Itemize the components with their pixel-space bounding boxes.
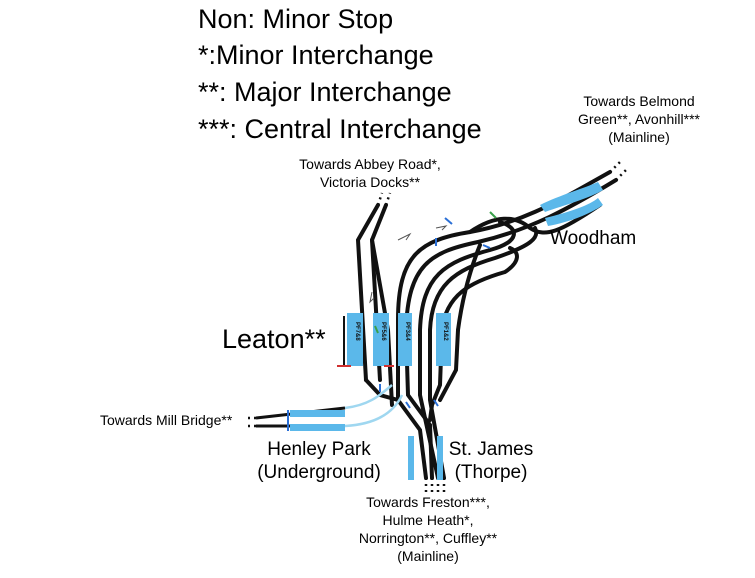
- arrow-3: [369, 291, 375, 304]
- destination-abbey-road-line-1: Towards Abbey Road*,: [299, 156, 441, 172]
- platform-label-pf12: PF1&2: [442, 322, 448, 341]
- platform-pf78: [347, 313, 363, 366]
- platform-woodham-1: [540, 182, 603, 212]
- track-abbey-1: [355, 203, 380, 382]
- destination-freston-line-1: Towards Freston***,: [366, 494, 490, 510]
- station-leaton: Leaton**: [222, 324, 326, 354]
- destination-belmond-line-1: Towards Belmond: [583, 93, 695, 109]
- destination-freston: Towards Freston***, Hulme Heath*, Norrin…: [343, 493, 513, 565]
- arrow-1: [397, 232, 412, 241]
- platform-henley-1: [290, 410, 345, 417]
- track-south-3: [418, 328, 440, 480]
- signal-green-1: [489, 211, 497, 219]
- continuation-freston: [424, 478, 446, 492]
- platform-st-james-1: [408, 436, 414, 480]
- platform-label-pf34: PF3&4: [404, 322, 410, 341]
- destination-freston-line-2: Hulme Heath*,: [382, 512, 474, 528]
- station-henley-park: Henley Park (Underground): [248, 438, 390, 484]
- continuation-belmond: [609, 161, 627, 181]
- continuation-mill-bridge: [246, 416, 256, 428]
- track-continuations: [246, 161, 627, 492]
- signal-blue-7: [482, 244, 491, 249]
- destination-belmond: Towards Belmond Green**, Avonhill*** (Ma…: [566, 92, 712, 146]
- legend-major-interchange: **: Major Interchange: [198, 77, 452, 107]
- platform-st-james-2: [437, 436, 443, 480]
- platform-pf34: [398, 313, 412, 366]
- legend-central-interchange: ***: Central Interchange: [198, 114, 482, 144]
- signal-green-2: [374, 325, 379, 334]
- destination-abbey-road-line-2: Victoria Docks**: [319, 174, 421, 190]
- direction-arrows: [369, 225, 448, 304]
- destination-freston-line-4: (Mainline): [397, 548, 459, 564]
- track-main-6: [456, 243, 482, 332]
- station-st-james-line-1: St. James: [448, 439, 534, 460]
- station-woodham: Woodham: [550, 228, 637, 249]
- signal-blue-3: [444, 217, 453, 225]
- track-woodham-loop: [468, 203, 602, 235]
- destination-belmond-line-3: (Mainline): [608, 129, 670, 145]
- signal-blue-6: [433, 399, 439, 407]
- platform-labels: PF7&8 PF5&6 PF3&4 PF1&2: [354, 322, 448, 341]
- track-main-3: [418, 220, 516, 332]
- signal-blue-5: [405, 401, 411, 409]
- continuation-abbey: [376, 192, 392, 206]
- station-st-james: St. James (Thorpe): [440, 438, 542, 484]
- arrow-2: [435, 225, 448, 231]
- station-henley-park-line-1: Henley Park: [267, 439, 371, 460]
- destination-freston-line-3: Norrington**, Cuffley**: [358, 530, 498, 546]
- platforms: [290, 182, 603, 480]
- platform-pf12: [436, 313, 451, 366]
- underground-track-2: [344, 394, 404, 428]
- track-main-2: [404, 178, 618, 332]
- platform-henley-2: [290, 424, 345, 431]
- destination-mill-bridge: Towards Mill Bridge**: [100, 412, 233, 428]
- platform-label-pf56: PF5&6: [380, 322, 386, 341]
- destination-belmond-line-2: Green**, Avonhill***: [578, 111, 700, 127]
- destination-abbey-road: Towards Abbey Road*, Victoria Docks**: [295, 155, 445, 191]
- legend-minor-interchange: *:Minor Interchange: [198, 40, 434, 70]
- platform-label-pf78: PF7&8: [354, 322, 360, 341]
- underground-track-1: [344, 384, 393, 410]
- track-south-6: [438, 328, 460, 402]
- underground-link: [344, 384, 404, 428]
- signals: [287, 211, 497, 431]
- station-st-james-line-2: (Thorpe): [454, 462, 528, 483]
- station-henley-park-line-2: (Underground): [257, 462, 381, 483]
- platform-woodham-2: [545, 198, 603, 226]
- track-main-5: [440, 246, 519, 332]
- platform-pf56: [373, 313, 389, 366]
- track-main-4: [428, 226, 539, 332]
- legend-minor-stop: Non: Minor Stop: [198, 4, 394, 34]
